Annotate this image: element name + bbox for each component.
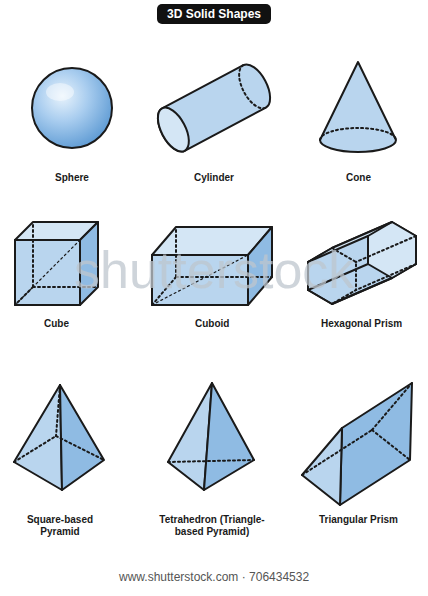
cone [320, 62, 396, 152]
square-based-pyramid [14, 385, 104, 490]
shape-name: Cylinder [194, 172, 234, 184]
sphere [32, 68, 112, 148]
shape-name: Triangular Prism [319, 514, 398, 526]
source-footer: www.shutterstock.com · 706434532 [119, 570, 309, 584]
shape-name: Tetrahedron (Triangle-based Pyramid) [157, 514, 267, 538]
shape-name: Cube [44, 318, 69, 330]
triangular-prism [302, 383, 412, 505]
shape-name: Cuboid [195, 318, 229, 330]
shape-name: Cone [346, 172, 371, 184]
title-banner: 3D Solid Shapes [157, 4, 271, 24]
shape-name: Hexagonal Prism [321, 318, 402, 330]
shape-name: Sphere [55, 172, 89, 184]
shape-name: Square-based Pyramid [20, 514, 100, 538]
tetrahedron [168, 383, 254, 490]
cylinder [152, 60, 277, 157]
watermark: shutterstock [74, 240, 354, 300]
